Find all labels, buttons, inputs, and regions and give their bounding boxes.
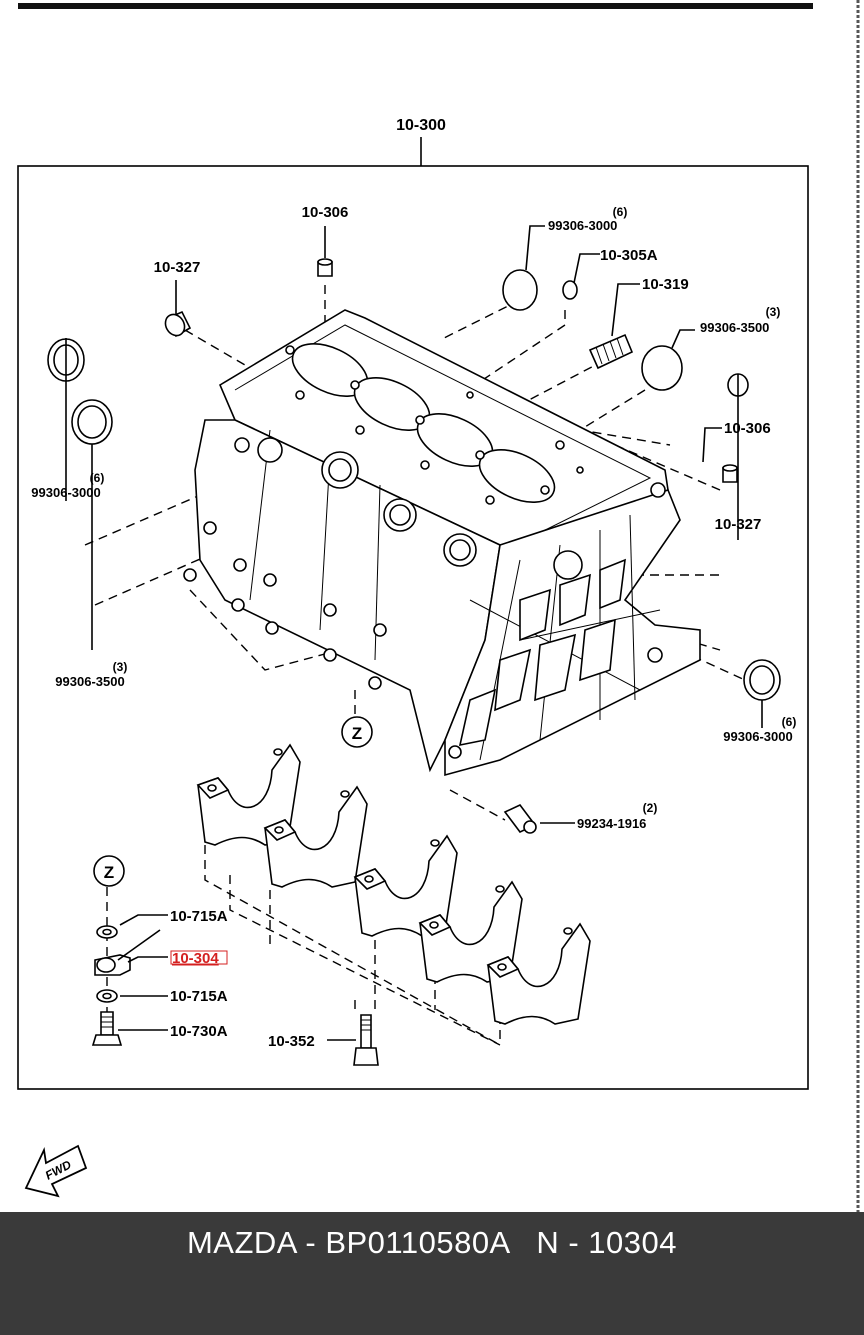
assembly-frame [17, 165, 809, 1090]
label-plug-left-upper: 99306-3000 [31, 485, 100, 500]
assembly-label: 10-300 [396, 117, 446, 134]
label-plug-right-upper-qty: (3) [766, 305, 781, 319]
label-10-352: 10-352 [268, 1033, 315, 1050]
detail-z-parts [91, 887, 379, 1066]
label-10-715a-bottom: 10-715A [170, 988, 228, 1005]
footer-bar [0, 1212, 864, 1335]
z-marker-detail: Z [93, 855, 125, 887]
label-plug-left-lower: 99306-3500 [55, 674, 124, 689]
label-plug-left-lower-qty: (3) [113, 660, 128, 674]
leader-lines [65, 225, 763, 824]
label-pin: 99234-1916 [577, 816, 646, 831]
label-10-306-right: 10-306 [724, 420, 771, 437]
label-10-304-highlight[interactable]: 10-304 [172, 950, 219, 967]
cylinder-block [84, 285, 746, 821]
fwd-arrow-icon: FWD [24, 1144, 88, 1198]
label-plug-right-lower: 99306-3000 [723, 729, 792, 744]
svg-text:Z: Z [352, 724, 362, 743]
label-plug-left-upper-qty: (6) [90, 471, 105, 485]
label-pin-qty: (2) [643, 801, 658, 815]
footer-part-number: MAZDA - BP0110580A N - 10304 [186, 1225, 678, 1260]
highlight-box [170, 950, 228, 965]
bearing-caps [196, 743, 591, 1046]
z-marker-block: Z [341, 716, 373, 748]
label-plug-right-upper: 99306-3500 [700, 320, 769, 335]
label-10-327-right: 10-327 [715, 516, 762, 533]
parts-around-block [47, 258, 781, 834]
label-plug-top: 99306-3000 [548, 218, 617, 233]
label-10-306-top: 10-306 [302, 204, 349, 221]
label-10-319: 10-319 [642, 276, 689, 293]
label-10-730a: 10-730A [170, 1023, 228, 1040]
label-10-327-top: 10-327 [154, 259, 201, 276]
svg-text:Z: Z [104, 863, 114, 882]
callout-labels: 10-306 10-327 (6) 99306-3000 10-305A 10-… [31, 204, 796, 1050]
top-border [18, 3, 813, 9]
label-10-305a: 10-305A [600, 247, 658, 264]
label-10-715a-top: 10-715A [170, 908, 228, 925]
label-plug-top-qty: (6) [613, 205, 628, 219]
label-plug-right-lower-qty: (6) [782, 715, 797, 729]
